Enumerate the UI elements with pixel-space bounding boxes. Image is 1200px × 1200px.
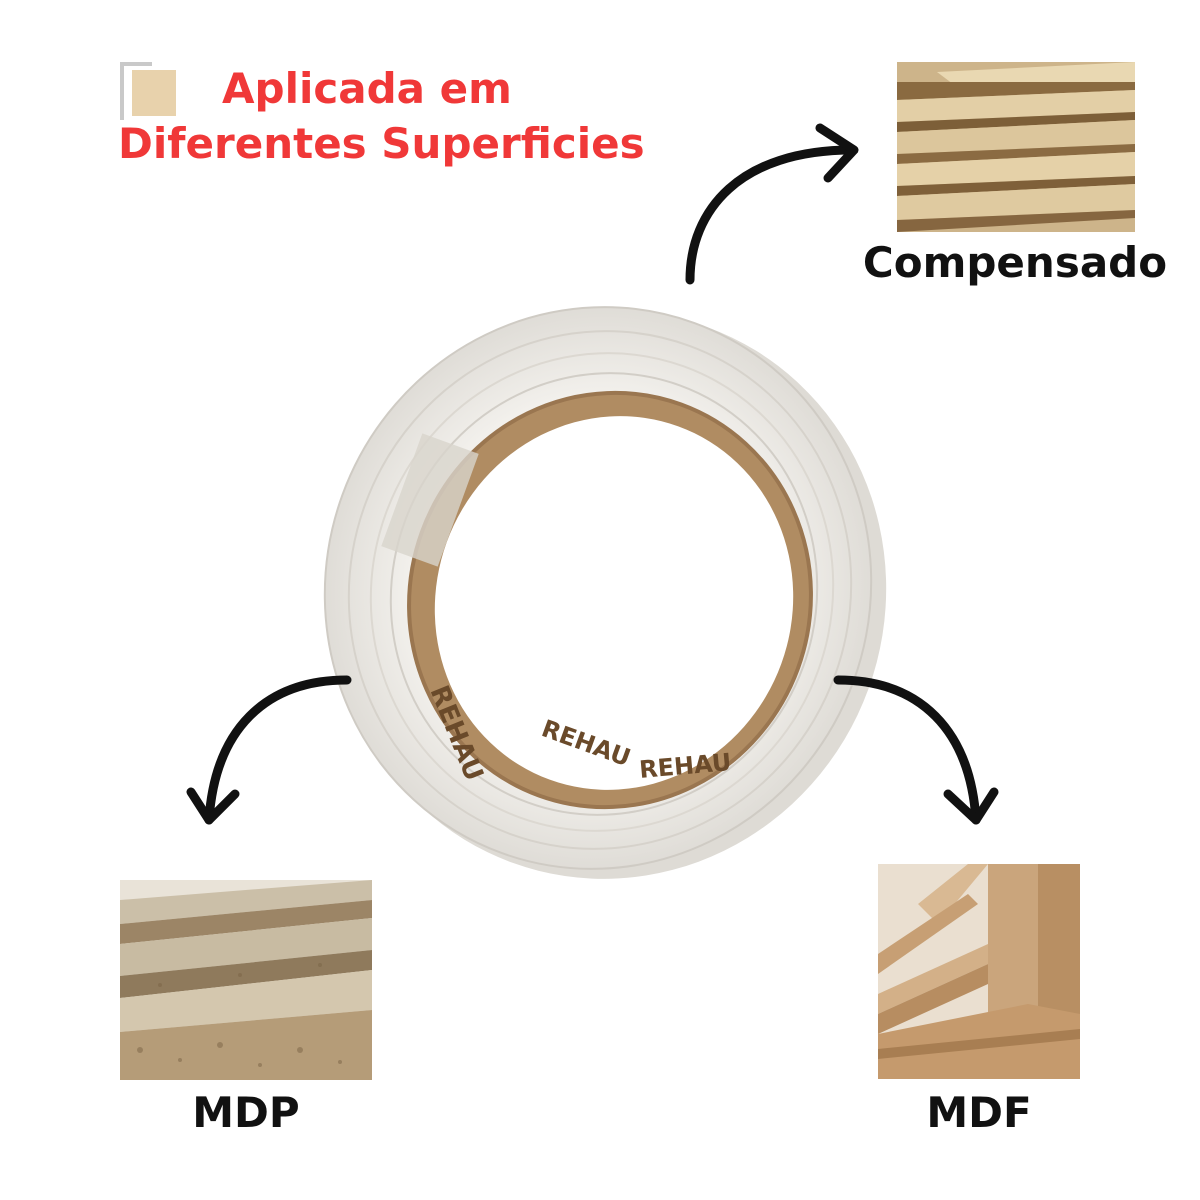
arrow-to-compensado bbox=[685, 123, 859, 285]
arrow-to-mdf bbox=[833, 675, 999, 825]
edge-tape-roll: REHAU REHAU REHAU bbox=[323, 306, 887, 879]
headline-line-1: Aplicada em bbox=[222, 64, 512, 113]
plywood-image bbox=[897, 62, 1135, 232]
mdf-image bbox=[878, 864, 1080, 1079]
material-label-mdf: MDF bbox=[926, 1088, 1032, 1137]
headline-line-2: Diferentes Superficies bbox=[118, 118, 645, 168]
headline: Aplicada em Diferentes Superficies bbox=[118, 62, 678, 171]
mdf-boards-icon bbox=[878, 864, 1080, 1079]
color-swatch bbox=[132, 70, 176, 116]
material-label-compensado: Compensado bbox=[862, 238, 1168, 287]
arrow-to-mdp bbox=[186, 675, 352, 825]
swatch-frame bbox=[120, 62, 152, 120]
particleboard-stack-icon bbox=[120, 880, 372, 1080]
mdp-image bbox=[120, 880, 372, 1080]
material-label-mdp: MDP bbox=[192, 1088, 300, 1137]
plywood-stack-icon bbox=[897, 62, 1135, 232]
